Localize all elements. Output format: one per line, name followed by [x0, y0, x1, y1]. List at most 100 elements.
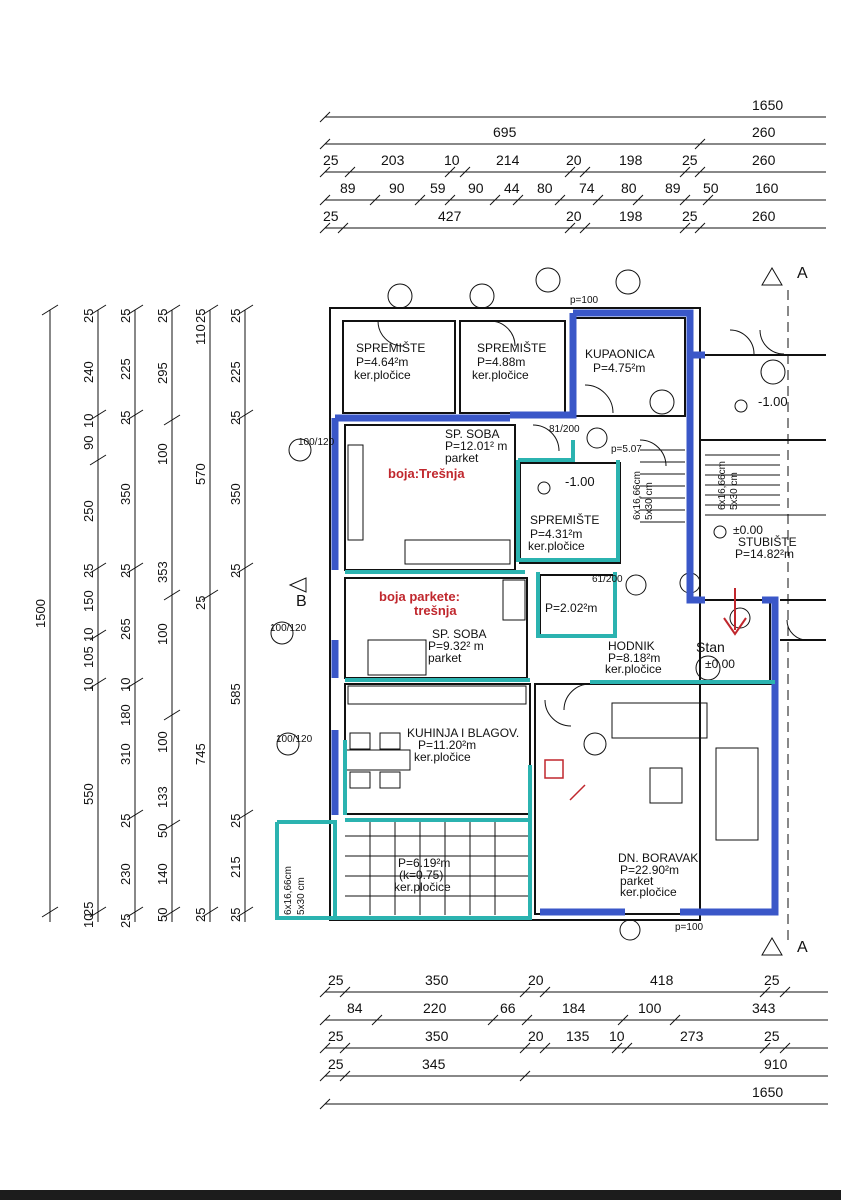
svg-text:10: 10	[81, 628, 96, 642]
svg-text:10: 10	[609, 1028, 625, 1044]
svg-text:P=8.18²m: P=8.18²m	[608, 651, 660, 665]
svg-text:89: 89	[340, 180, 356, 196]
svg-text:184: 184	[562, 1000, 586, 1016]
room-stubiste-name: STUBIŠTE	[738, 534, 797, 549]
svg-text:61/200: 61/200	[592, 574, 623, 585]
svg-text:59: 59	[430, 180, 446, 196]
svg-text:100: 100	[155, 623, 170, 645]
walls	[270, 267, 826, 941]
svg-text:90: 90	[389, 180, 405, 196]
svg-text:P=4.64²m: P=4.64²m	[356, 355, 408, 369]
svg-text:50: 50	[155, 908, 170, 922]
svg-text:25: 25	[118, 411, 133, 425]
svg-text:81/200: 81/200	[549, 424, 580, 435]
svg-text:P=12.01² m: P=12.01² m	[445, 439, 507, 453]
svg-text:25: 25	[228, 411, 243, 425]
svg-text:5x30 cm: 5x30 cm	[729, 472, 740, 510]
svg-text:25: 25	[764, 972, 780, 988]
level-marker-icon	[537, 399, 748, 539]
svg-text:350: 350	[425, 1028, 449, 1044]
svg-text:6x16,66cm: 6x16,66cm	[283, 866, 294, 915]
svg-text:745: 745	[193, 743, 208, 765]
svg-text:343: 343	[752, 1000, 776, 1016]
svg-text:6x16,66cm: 6x16,66cm	[632, 471, 643, 520]
svg-text:25: 25	[193, 596, 208, 610]
svg-text:P=14.82²m: P=14.82²m	[735, 547, 794, 561]
annotations: boja:Trešnja boja parkete: trešnja Stan …	[270, 265, 808, 956]
svg-text:1500: 1500	[33, 599, 48, 628]
svg-text:910: 910	[764, 1056, 788, 1072]
svg-text:10: 10	[81, 914, 96, 928]
room-hodnik-name: HODNIK	[608, 639, 655, 653]
svg-text:25: 25	[118, 814, 133, 828]
svg-text:1650: 1650	[752, 1084, 783, 1100]
svg-text:215: 215	[228, 856, 243, 878]
svg-text:350: 350	[228, 483, 243, 505]
section-a-bottom: A	[797, 939, 808, 956]
svg-text:260: 260	[752, 208, 776, 224]
annotation-boja-parkete: boja parkete:	[379, 589, 460, 604]
svg-text:84: 84	[347, 1000, 363, 1016]
left-dimension-lines: 1500 25 240 10 90 250 25 150 10 105 10 5…	[33, 304, 254, 928]
svg-text:±0.00: ±0.00	[705, 657, 735, 671]
annotation-boja-tresnja: boja:Trešnja	[388, 466, 465, 481]
svg-text:110: 110	[193, 324, 208, 345]
svg-text:225: 225	[228, 361, 243, 383]
svg-text:225: 225	[118, 358, 133, 380]
svg-text:265: 265	[118, 618, 133, 640]
room-spremiste-2-name: SPREMIŠTE	[477, 340, 546, 355]
svg-text:353: 353	[155, 561, 170, 583]
entry-arrow-icon	[723, 588, 747, 636]
svg-text:10: 10	[81, 414, 96, 428]
svg-text:100/120: 100/120	[270, 623, 307, 634]
svg-text:6x16,66cm: 6x16,66cm	[717, 461, 728, 510]
svg-text:100: 100	[155, 443, 170, 465]
svg-text:310: 310	[118, 743, 133, 765]
svg-text:trešnja: trešnja	[414, 603, 457, 618]
svg-text:25: 25	[323, 152, 339, 168]
top-dim-total: 1650	[752, 97, 783, 113]
svg-text:25: 25	[682, 208, 698, 224]
svg-text:230: 230	[118, 863, 133, 885]
svg-text:214: 214	[496, 152, 520, 168]
svg-text:5x30 cm: 5x30 cm	[644, 482, 655, 520]
svg-text:180: 180	[118, 704, 133, 726]
svg-text:20: 20	[528, 972, 544, 988]
svg-text:p=100: p=100	[570, 295, 599, 306]
svg-text:350: 350	[425, 972, 449, 988]
room-kuhinja-name: KUHINJA I BLAGOV.	[407, 726, 519, 740]
svg-text:80: 80	[621, 180, 637, 196]
svg-text:ker.pločice: ker.pločice	[472, 368, 529, 382]
bottom-dimension-lines: 25 350 20 418 25 84 220 66 184 100 343 2…	[319, 972, 828, 1110]
room-terasa-area: P=6.19²m	[398, 856, 450, 870]
svg-text:25: 25	[764, 1028, 780, 1044]
svg-text:100/120: 100/120	[276, 734, 313, 745]
svg-text:25: 25	[228, 309, 243, 323]
svg-text:10: 10	[444, 152, 460, 168]
svg-text:25: 25	[81, 564, 96, 578]
room-kupaonica-name: KUPAONICA	[585, 347, 655, 361]
svg-text:250: 250	[81, 500, 96, 522]
bottom-bar	[0, 1190, 841, 1200]
svg-text:260: 260	[752, 124, 776, 140]
room-spremiste-1-name: SPREMIŠTE	[356, 340, 425, 355]
svg-text:203: 203	[381, 152, 405, 168]
svg-text:66: 66	[500, 1000, 516, 1016]
svg-text:90: 90	[468, 180, 484, 196]
svg-text:198: 198	[619, 152, 643, 168]
svg-text:25: 25	[328, 972, 344, 988]
svg-text:ker.pločice: ker.pločice	[394, 880, 451, 894]
svg-text:44: 44	[504, 180, 520, 196]
svg-text:p=100: p=100	[675, 922, 704, 933]
svg-text:ker.pločice: ker.pločice	[605, 662, 662, 676]
svg-text:25: 25	[155, 309, 170, 323]
svg-text:P=4.88m: P=4.88m	[477, 355, 525, 369]
svg-text:25: 25	[81, 902, 96, 916]
svg-text:133: 133	[155, 786, 170, 808]
teal-wall-overlay	[275, 440, 775, 920]
svg-text:25: 25	[228, 814, 243, 828]
room-labels: SPREMIŠTE P=4.64²m ker.pločice SPREMIŠTE…	[354, 340, 797, 899]
svg-text:50: 50	[155, 824, 170, 838]
svg-text:20: 20	[566, 208, 582, 224]
svg-text:273: 273	[680, 1028, 704, 1044]
